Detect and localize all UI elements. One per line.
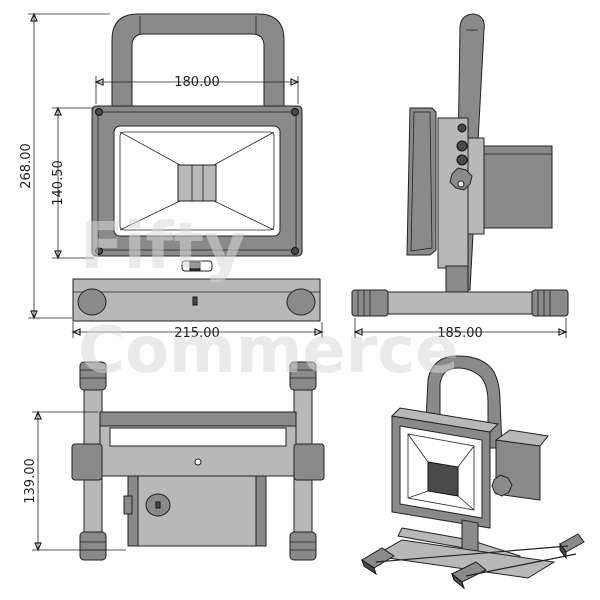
side-knob xyxy=(449,167,473,191)
front-led-chip xyxy=(177,164,217,202)
iso-foot-1 xyxy=(361,547,395,576)
top-view xyxy=(71,361,325,561)
isometric-view xyxy=(361,355,585,590)
dim-side-width: 185.00 xyxy=(437,326,483,341)
dim-front-height-body: 140.50 xyxy=(51,160,66,206)
iso-foot-2 xyxy=(559,533,585,560)
side-driver-box xyxy=(479,145,553,229)
front-handle xyxy=(111,13,285,108)
dim-front-width: 180.00 xyxy=(174,75,220,90)
side-housing xyxy=(406,107,437,256)
iso-foot-3 xyxy=(450,561,487,590)
watermark-line-2: Commerce xyxy=(78,314,459,388)
dim-base-width: 215.00 xyxy=(174,326,220,341)
front-view xyxy=(72,13,321,322)
dim-front-height-total: 268.00 xyxy=(19,143,34,189)
top-dimension-lines: 139.00 xyxy=(23,410,126,552)
side-dimension-lines: 185.00 xyxy=(353,318,568,341)
iso-led-chip xyxy=(427,461,459,497)
front-dimension-lines: 180.00 268.00 140.50 215.00 xyxy=(19,12,324,341)
watermark-line-1: Fifty xyxy=(80,210,246,284)
watermark: Fifty Commerce xyxy=(78,210,459,388)
side-view xyxy=(351,13,569,317)
dim-top-height: 139.00 xyxy=(23,458,38,504)
